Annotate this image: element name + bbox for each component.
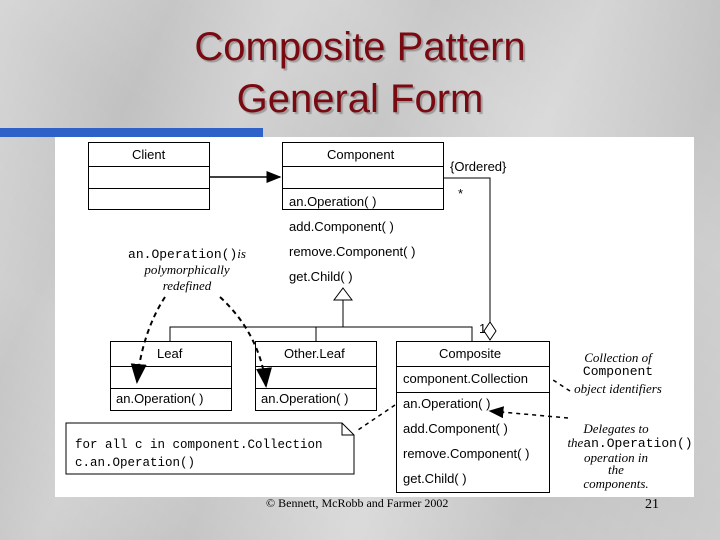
other-leaf-class <box>255 341 377 411</box>
page-number: 21 <box>645 497 659 512</box>
component-op-an-operation: an.Operation( ) <box>289 194 377 209</box>
delegates-note-line2: thean.Operation() <box>567 435 693 451</box>
leaf-class <box>110 341 232 411</box>
ordered-constraint: {Ordered} <box>450 159 507 174</box>
multiplicity-many: * <box>458 186 464 201</box>
delegates-note-line5: components. <box>583 476 649 491</box>
code-note-line1: for all c in component.Collection <box>75 438 323 452</box>
other-leaf-op-an-operation: an.Operation( ) <box>261 391 349 406</box>
other-leaf-divider-1 <box>255 366 377 367</box>
client-class-name: Client <box>132 147 166 162</box>
delegates-note-arrow <box>488 406 569 419</box>
leaf-op-an-operation: an.Operation( ) <box>116 391 204 406</box>
collection-note-line1: Collection of <box>584 350 652 365</box>
composite-class-name: Composite <box>439 346 502 361</box>
delegates-note-line4: the <box>608 462 624 477</box>
composite-op-remove-component: remove.Component( ) <box>403 446 530 461</box>
code-note-anchor <box>357 404 396 431</box>
polymorphic-note-line2: polymorphically <box>144 262 230 277</box>
aggregation-diamond <box>483 321 497 341</box>
client-divider-1 <box>88 166 210 167</box>
collection-note-code: Component <box>582 364 654 379</box>
component-op-remove-component: remove.Component( ) <box>289 244 416 259</box>
composite-op-get-child: get.Child( ) <box>403 471 467 486</box>
polymorphic-note-line1: an.Operation()is <box>128 246 246 262</box>
client-divider-2 <box>88 188 210 189</box>
accent-bar <box>0 128 263 137</box>
multiplicity-one: 1 <box>479 321 487 336</box>
composite-op-add-component: add.Component( ) <box>403 421 508 436</box>
aggregation-line <box>444 177 491 322</box>
generalization-triangle <box>333 287 353 301</box>
delegates-note-line1: Delegates to <box>583 421 649 436</box>
slide-title-line2: General Form <box>236 77 484 121</box>
client-class <box>88 142 210 210</box>
generalization-branches <box>169 326 473 341</box>
polymorphic-note-line3: redefined <box>162 278 212 293</box>
component-op-add-component: add.Component( ) <box>289 219 394 234</box>
code-note-shape <box>65 422 355 475</box>
leaf-divider-2 <box>110 388 232 389</box>
composite-attr-component-collection: component.Collection <box>403 371 529 386</box>
component-divider-1 <box>282 166 444 167</box>
composite-divider-1 <box>396 366 550 367</box>
slide-title-line1: Composite Pattern <box>194 25 526 69</box>
component-op-get-child: get.Child( ) <box>289 269 353 284</box>
component-class <box>282 142 444 210</box>
component-class-name: Component <box>327 147 395 162</box>
other-leaf-divider-2 <box>255 388 377 389</box>
leaf-divider-1 <box>110 366 232 367</box>
collection-note-line3: object identifiers <box>574 381 662 396</box>
composite-divider-2 <box>396 392 550 393</box>
composite-op-an-operation: an.Operation( ) <box>403 396 491 411</box>
note-arrow-otherleaf <box>219 296 272 388</box>
delegates-note-line3: operation in <box>584 450 648 465</box>
copyright-footer: © Bennett, McRobb and Farmer 2002 <box>266 496 449 510</box>
collection-note-anchor <box>549 377 571 392</box>
other-leaf-class-name: Other.Leaf <box>284 346 345 361</box>
note-arrow-leaf <box>130 296 166 384</box>
code-note-fold <box>341 423 354 436</box>
component-divider-2 <box>282 188 444 189</box>
leaf-class-name: Leaf <box>157 346 183 361</box>
code-note-line2: c.an.Operation() <box>75 456 196 470</box>
